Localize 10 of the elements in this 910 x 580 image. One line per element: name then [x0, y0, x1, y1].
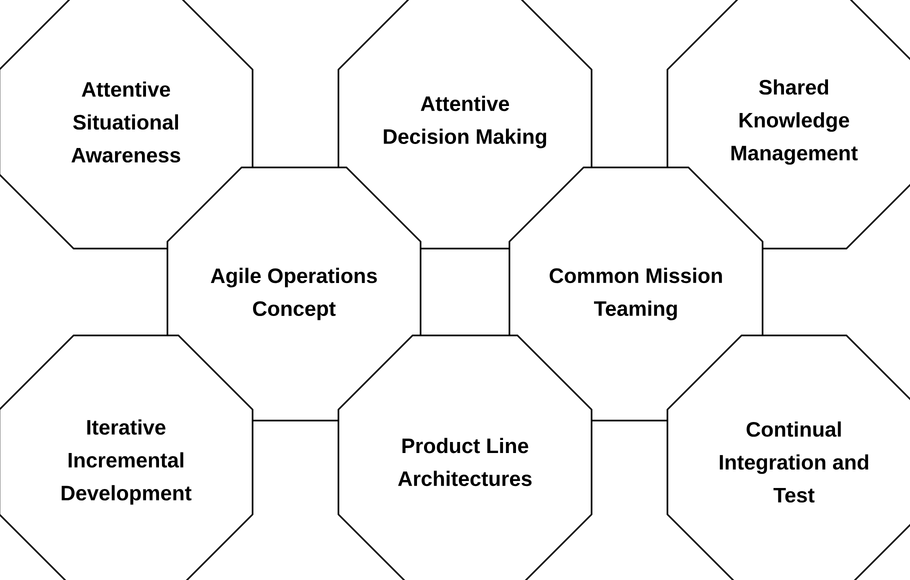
octagon: Continual Integration and Test	[666, 334, 910, 580]
octagon: Product Line Architectures	[338, 334, 592, 580]
octagon: Iterative Incremental Development	[0, 334, 254, 580]
node-label: Iterative Incremental Development	[62, 419, 192, 505]
octagon: Attentive Situational Awareness	[0, 0, 254, 250]
node-label: Continual Integration and Test	[720, 421, 868, 503]
octagon: Agile Operations Concept	[166, 166, 422, 422]
octagon: Attentive Decision Making	[338, 0, 592, 250]
octagon: Shared Knowledge Management	[666, 0, 910, 250]
node-label: Product Line Architectures	[398, 438, 532, 486]
